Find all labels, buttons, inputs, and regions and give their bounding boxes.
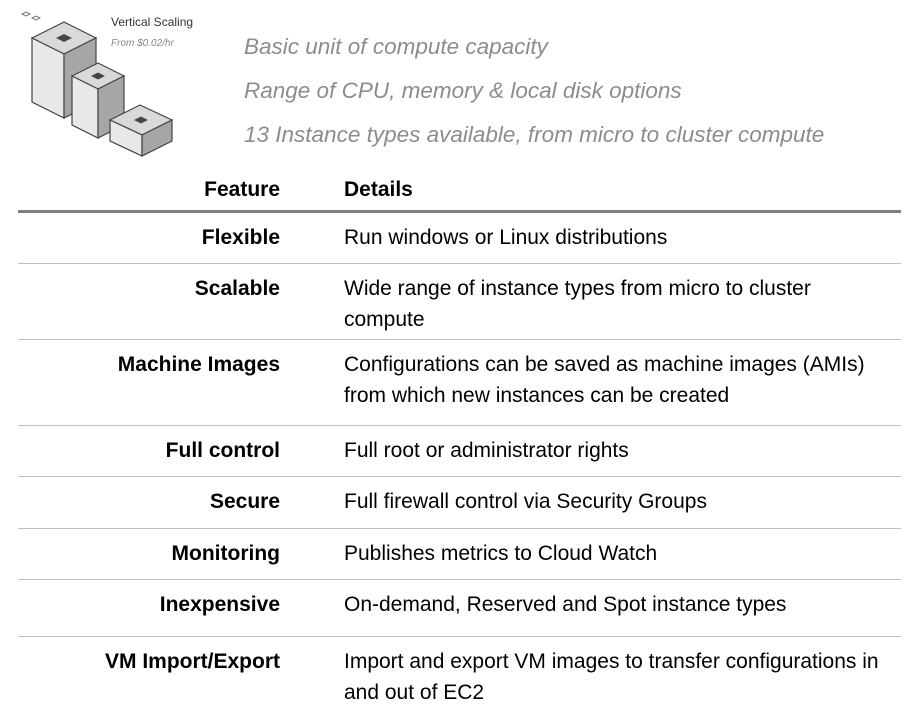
feature-cell: Secure	[209, 490, 280, 513]
scaling-label: Vertical Scaling	[111, 15, 194, 29]
feature-cell: Machine Images	[117, 353, 280, 376]
feature-cell: Flexible	[201, 226, 280, 249]
table-row: Machine Images Configurations can be sav…	[18, 340, 901, 426]
table-row: Secure Full firewall control via Securit…	[18, 477, 901, 529]
vertical-scaling-cubes-icon	[20, 11, 174, 157]
table-row: Flexible Run windows or Linux distributi…	[18, 213, 901, 264]
feature-cell: Scalable	[194, 277, 280, 300]
details-cell: Wide range of instance types from micro …	[344, 277, 811, 331]
table-row: Full control Full root or administrator …	[18, 426, 901, 477]
table-row: VM Import/Export Import and export VM im…	[18, 637, 901, 712]
feature-cell: VM Import/Export	[104, 650, 280, 673]
header-feature: Feature	[204, 177, 280, 201]
bullet-item: 13 Instance types available, from micro …	[244, 122, 825, 147]
details-cell: Configurations can be saved as machine i…	[344, 353, 865, 407]
table-row: Scalable Wide range of instance types fr…	[18, 264, 901, 340]
details-cell: On-demand, Reserved and Spot instance ty…	[344, 593, 787, 616]
table-row: Inexpensive On-demand, Reserved and Spot…	[18, 580, 901, 637]
scaling-price: From $0.02/hr	[111, 38, 174, 49]
feature-cell: Inexpensive	[159, 593, 280, 616]
feature-table: Feature Details Flexible Run windows or …	[18, 168, 901, 712]
details-cell: Full firewall control via Security Group…	[344, 490, 707, 513]
details-cell: Full root or administrator rights	[344, 439, 629, 462]
table-row: Monitoring Publishes metrics to Cloud Wa…	[18, 529, 901, 580]
table-header: Feature Details	[18, 168, 901, 213]
feature-cell: Monitoring	[171, 542, 280, 565]
details-cell: Run windows or Linux distributions	[344, 226, 668, 249]
details-cell: Publishes metrics to Cloud Watch	[344, 542, 658, 565]
feature-cell: Full control	[165, 439, 280, 462]
bullet-item: Range of CPU, memory & local disk option…	[244, 78, 682, 103]
details-cell: Import and export VM images to transfer …	[344, 650, 879, 704]
bullet-item: Basic unit of compute capacity	[244, 34, 548, 59]
summary-bullets: Basic unit of compute capacity Range of …	[244, 32, 824, 164]
header-details: Details	[344, 177, 413, 201]
